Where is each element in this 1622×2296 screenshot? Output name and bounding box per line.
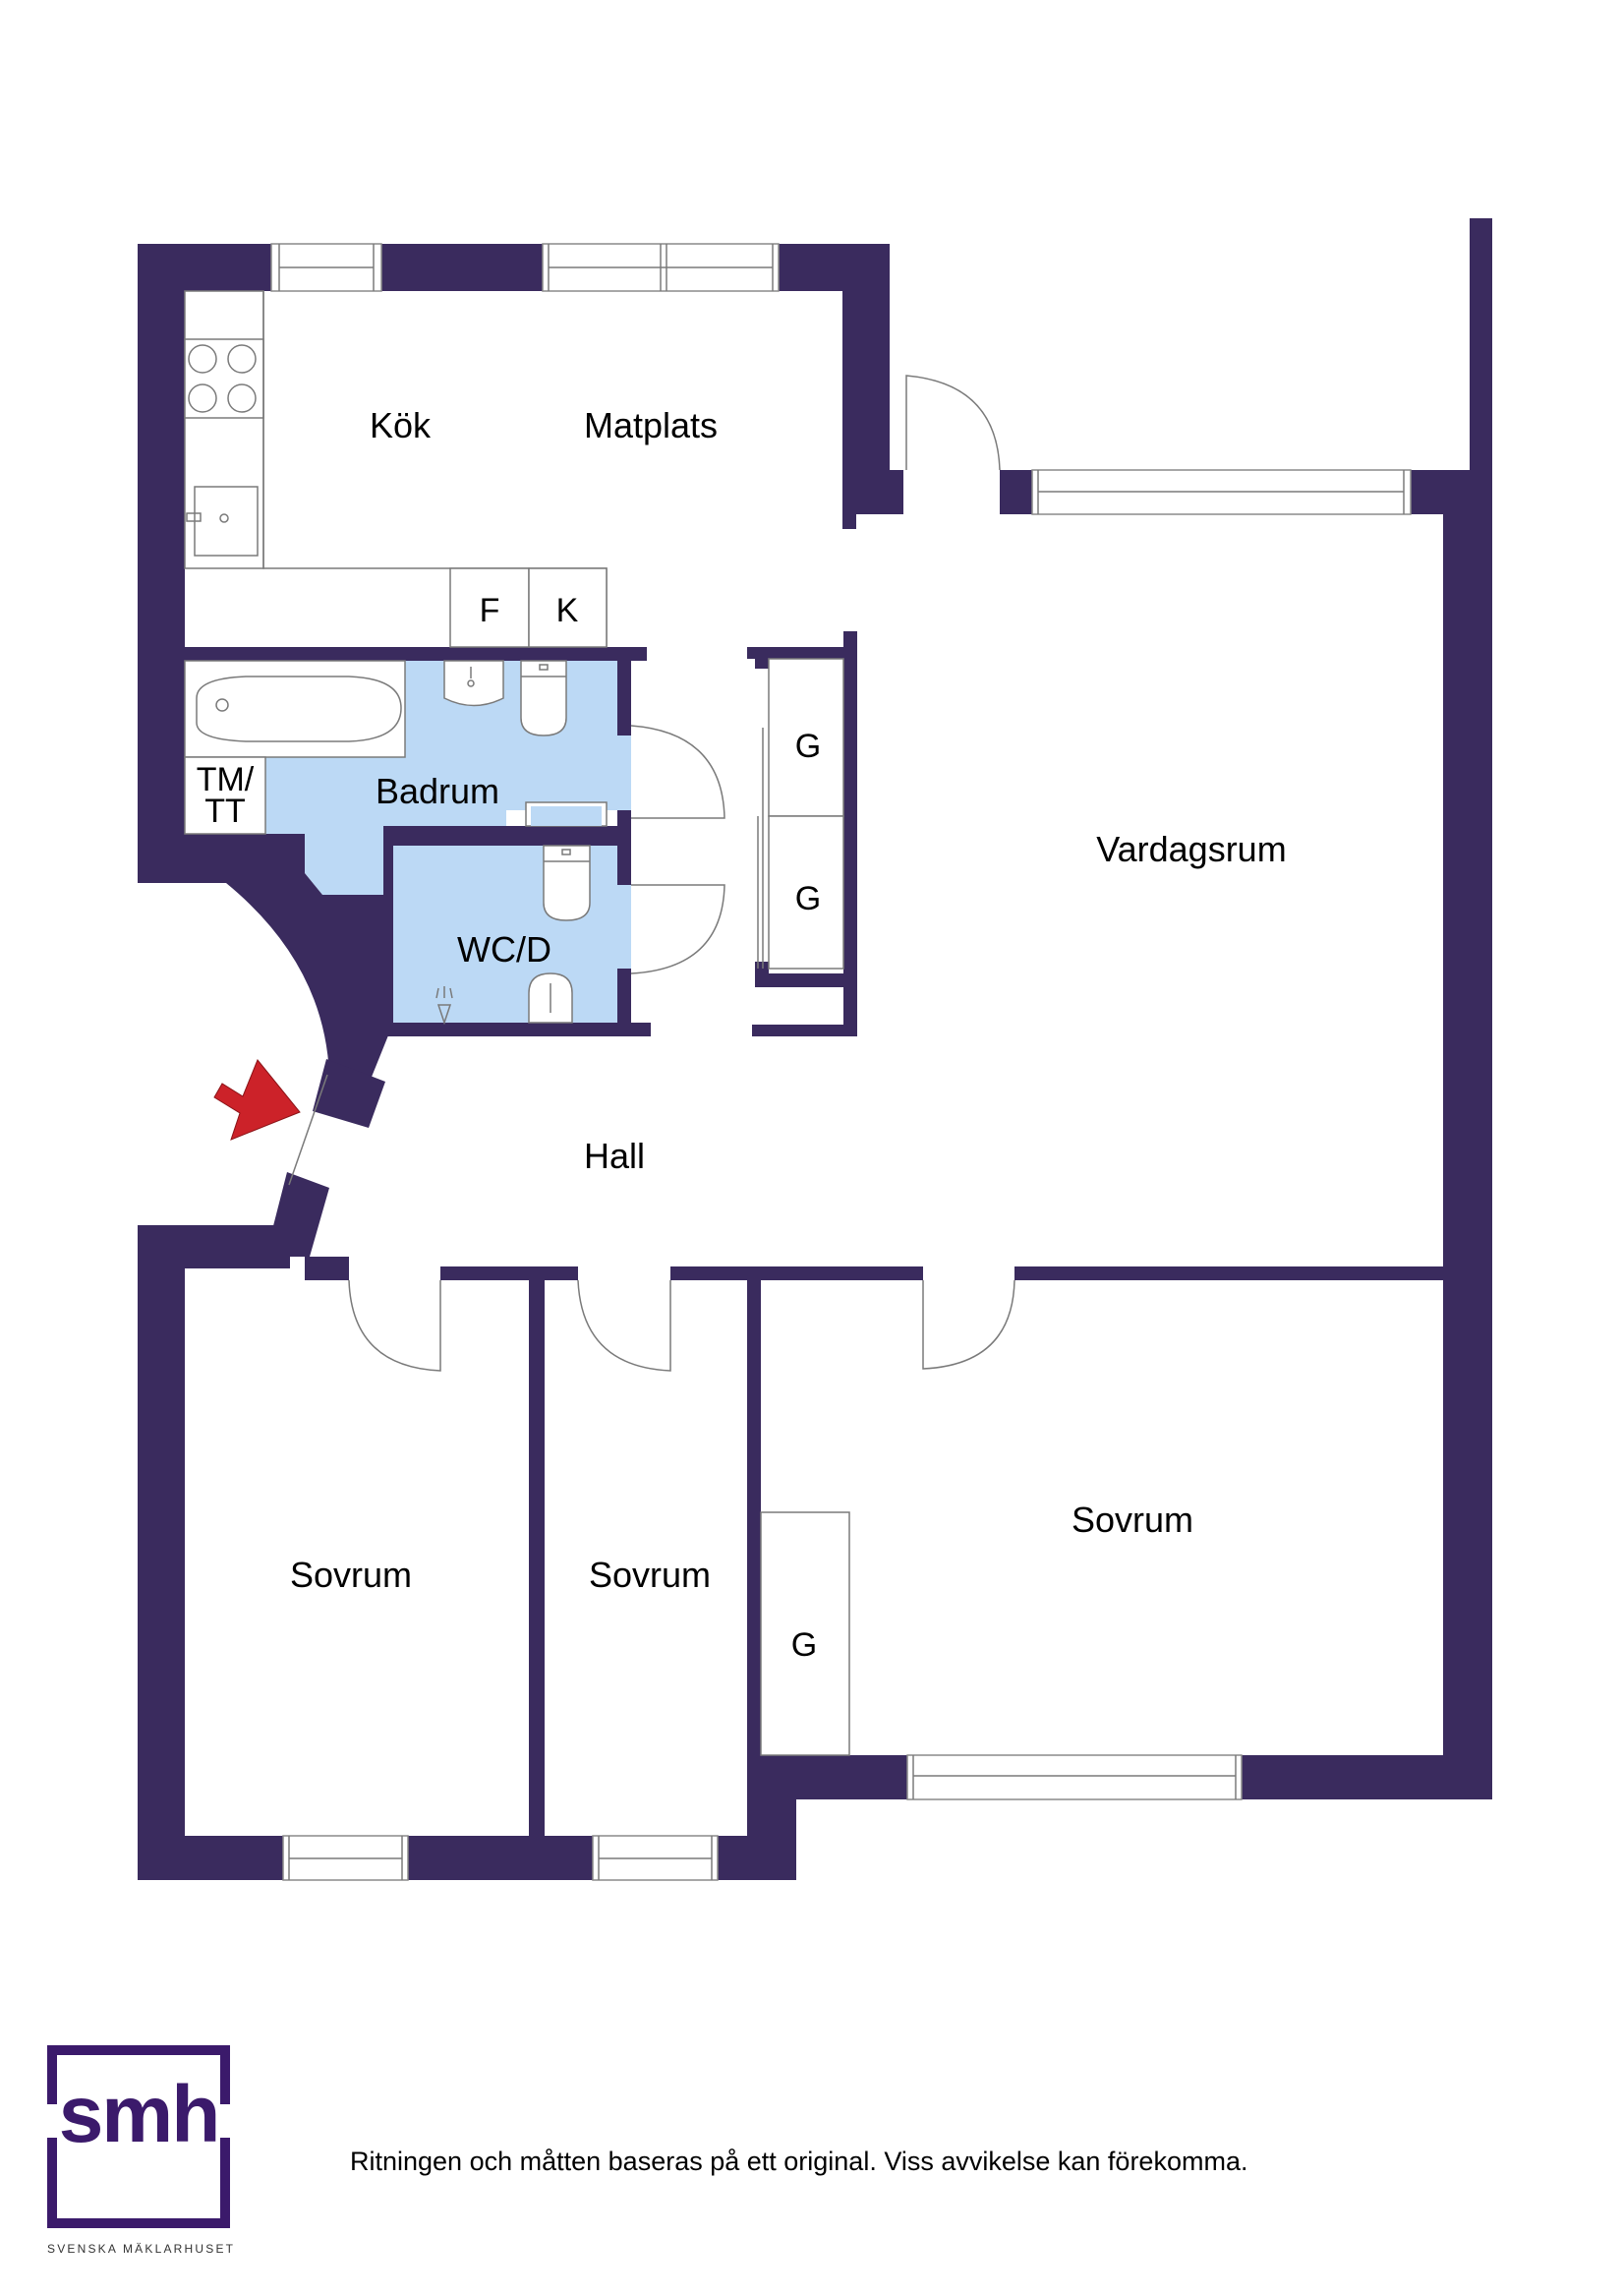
- room-label-wc: WC/D: [457, 929, 551, 970]
- room-labels: Kök Matplats F K Badrum TM/ TT WC/D G G …: [197, 405, 1287, 1664]
- logo-wordmark: smh: [58, 2070, 221, 2159]
- windows: [270, 243, 1412, 1881]
- bath-toilet-icon: [520, 660, 567, 736]
- label-closet-1: G: [795, 728, 821, 765]
- door-wc: [630, 884, 725, 974]
- room-label-bedroom-3: Sovrum: [1072, 1500, 1193, 1540]
- burner-icon: [188, 344, 217, 374]
- wc-toilet-icon: [543, 845, 591, 921]
- closet-g2: [768, 815, 844, 970]
- label-tm: TM/: [197, 761, 255, 798]
- door-bedroom-1: [348, 1279, 441, 1372]
- room-label-livingroom: Vardagsrum: [1096, 829, 1286, 869]
- washer-dryer-area: [184, 756, 266, 835]
- burner-icon: [188, 383, 217, 413]
- entrance-arrow-icon: [213, 1059, 301, 1141]
- label-closet-3: G: [791, 1626, 817, 1664]
- door-balcony: [905, 375, 1001, 471]
- kitchen-fixtures: [184, 290, 608, 648]
- room-label-bedroom-1: Sovrum: [290, 1555, 412, 1595]
- entrance-door: [288, 1074, 328, 1186]
- shower-icon: [435, 986, 453, 1026]
- stove: [184, 338, 264, 419]
- label-fridge: F: [480, 592, 500, 629]
- room-label-dining: Matplats: [584, 405, 718, 445]
- walls: [138, 218, 1492, 1880]
- door-bathroom: [630, 725, 725, 819]
- freezer: [528, 567, 608, 648]
- window-bedroom-3: [906, 1754, 1243, 1800]
- bath-fixtures: [184, 660, 608, 1026]
- room-label-bathroom: Badrum: [376, 771, 499, 811]
- room-label-kitchen: Kök: [370, 405, 432, 445]
- burner-icon: [227, 344, 257, 374]
- closet-g1: [768, 658, 844, 817]
- room-label-bedroom-2: Sovrum: [589, 1555, 711, 1595]
- doors: [288, 375, 1015, 1372]
- label-tt: TT: [204, 793, 246, 830]
- logo-subtitle: SVENSKA MÄKLARHUSET: [47, 2242, 236, 2256]
- wc-floor: [393, 846, 631, 1025]
- room-label-hall: Hall: [584, 1136, 645, 1176]
- bathtub-icon: [196, 676, 402, 742]
- burner-icon: [227, 383, 257, 413]
- door-bedroom-2: [577, 1279, 671, 1372]
- closet-g3: [760, 1511, 850, 1756]
- door-bedroom-3: [922, 1279, 1015, 1370]
- label-freezer: K: [556, 592, 579, 629]
- label-closet-2: G: [795, 880, 821, 917]
- disclaimer-text: Ritningen och måtten baseras på ett orig…: [350, 2147, 1248, 2176]
- closets: [757, 658, 850, 1756]
